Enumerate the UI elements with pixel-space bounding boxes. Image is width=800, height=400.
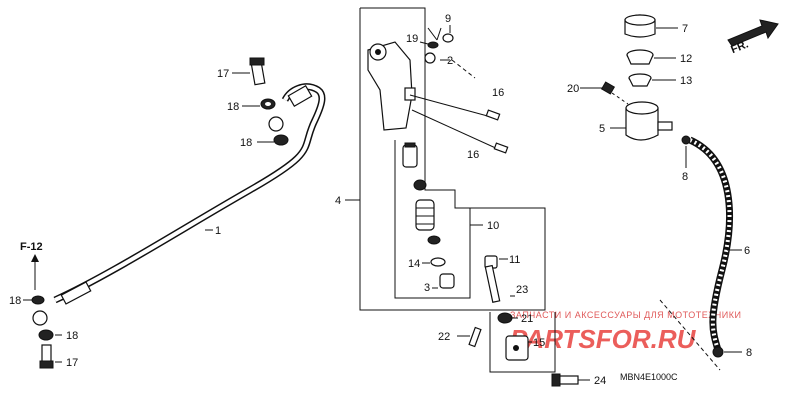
watermark-subtitle: ЗАПЧАСТИ И АКСЕССУАРЫ ДЛЯ МОТОТЕХНИКИ — [510, 310, 741, 320]
banjo-bolt-lower-left — [23, 254, 62, 369]
callout-16-upper: 16 — [492, 87, 504, 99]
assembly-bracket-lines — [345, 7, 556, 373]
callout-6: 6 — [744, 245, 750, 257]
callout-18-d: 18 — [66, 330, 78, 342]
callout-2: 2 — [447, 55, 453, 67]
callout-8-upper: 8 — [682, 171, 688, 183]
callout-15: 15 — [533, 337, 545, 349]
callout-12: 12 — [680, 53, 692, 65]
pivot-parts-19-2-9 — [419, 25, 476, 79]
callout-17-lower: 17 — [66, 357, 78, 369]
reservoir-hose-part-6 — [659, 135, 742, 371]
bracket-10-outline — [394, 140, 471, 299]
callout-14: 14 — [408, 258, 420, 270]
callout-11: 11 — [509, 254, 520, 266]
callout-21: 21 — [521, 313, 533, 325]
callout-19: 19 — [406, 33, 418, 45]
reference-label-f12: F-12 — [20, 241, 43, 253]
diagram-code: MBN4E1000C — [620, 372, 678, 382]
callout-18-c: 18 — [9, 295, 21, 307]
pushrod-and-clevis — [457, 255, 590, 387]
callout-18-b: 18 — [240, 137, 252, 149]
bracket-lower-outline — [489, 312, 556, 373]
piston-kit-internals — [402, 142, 455, 289]
callout-5: 5 — [599, 123, 605, 135]
banjo-bolt-top-left — [232, 57, 289, 146]
callout-20: 20 — [567, 83, 579, 95]
callout-3: 3 — [424, 282, 430, 294]
callout-4: 4 — [335, 195, 341, 207]
callout-13: 13 — [680, 75, 692, 87]
master-cylinder-body — [367, 41, 509, 154]
callout-24: 24 — [594, 375, 606, 387]
callout-17-upper: 17 — [217, 68, 229, 80]
callout-18-a: 18 — [227, 101, 239, 113]
callout-10: 10 — [487, 220, 499, 232]
watermark: ЗАПЧАСТИ И АКСЕССУАРЫ ДЛЯ МОТОТЕХНИКИ PA… — [510, 310, 741, 354]
callout-8-lower: 8 — [746, 347, 752, 359]
callout-7: 7 — [682, 23, 688, 35]
callout-16-lower: 16 — [467, 149, 479, 161]
clutch-hose-part-1 — [53, 83, 326, 305]
callout-22: 22 — [438, 331, 450, 343]
bracket-4-outline — [359, 7, 546, 311]
callout-23: 23 — [516, 284, 528, 296]
watermark-logo-text: PARTSFOR.RU — [510, 324, 697, 354]
callout-9: 9 — [445, 13, 451, 25]
reservoir-assembly — [580, 14, 678, 141]
callout-1: 1 — [215, 225, 221, 237]
front-direction-arrow — [727, 19, 779, 47]
